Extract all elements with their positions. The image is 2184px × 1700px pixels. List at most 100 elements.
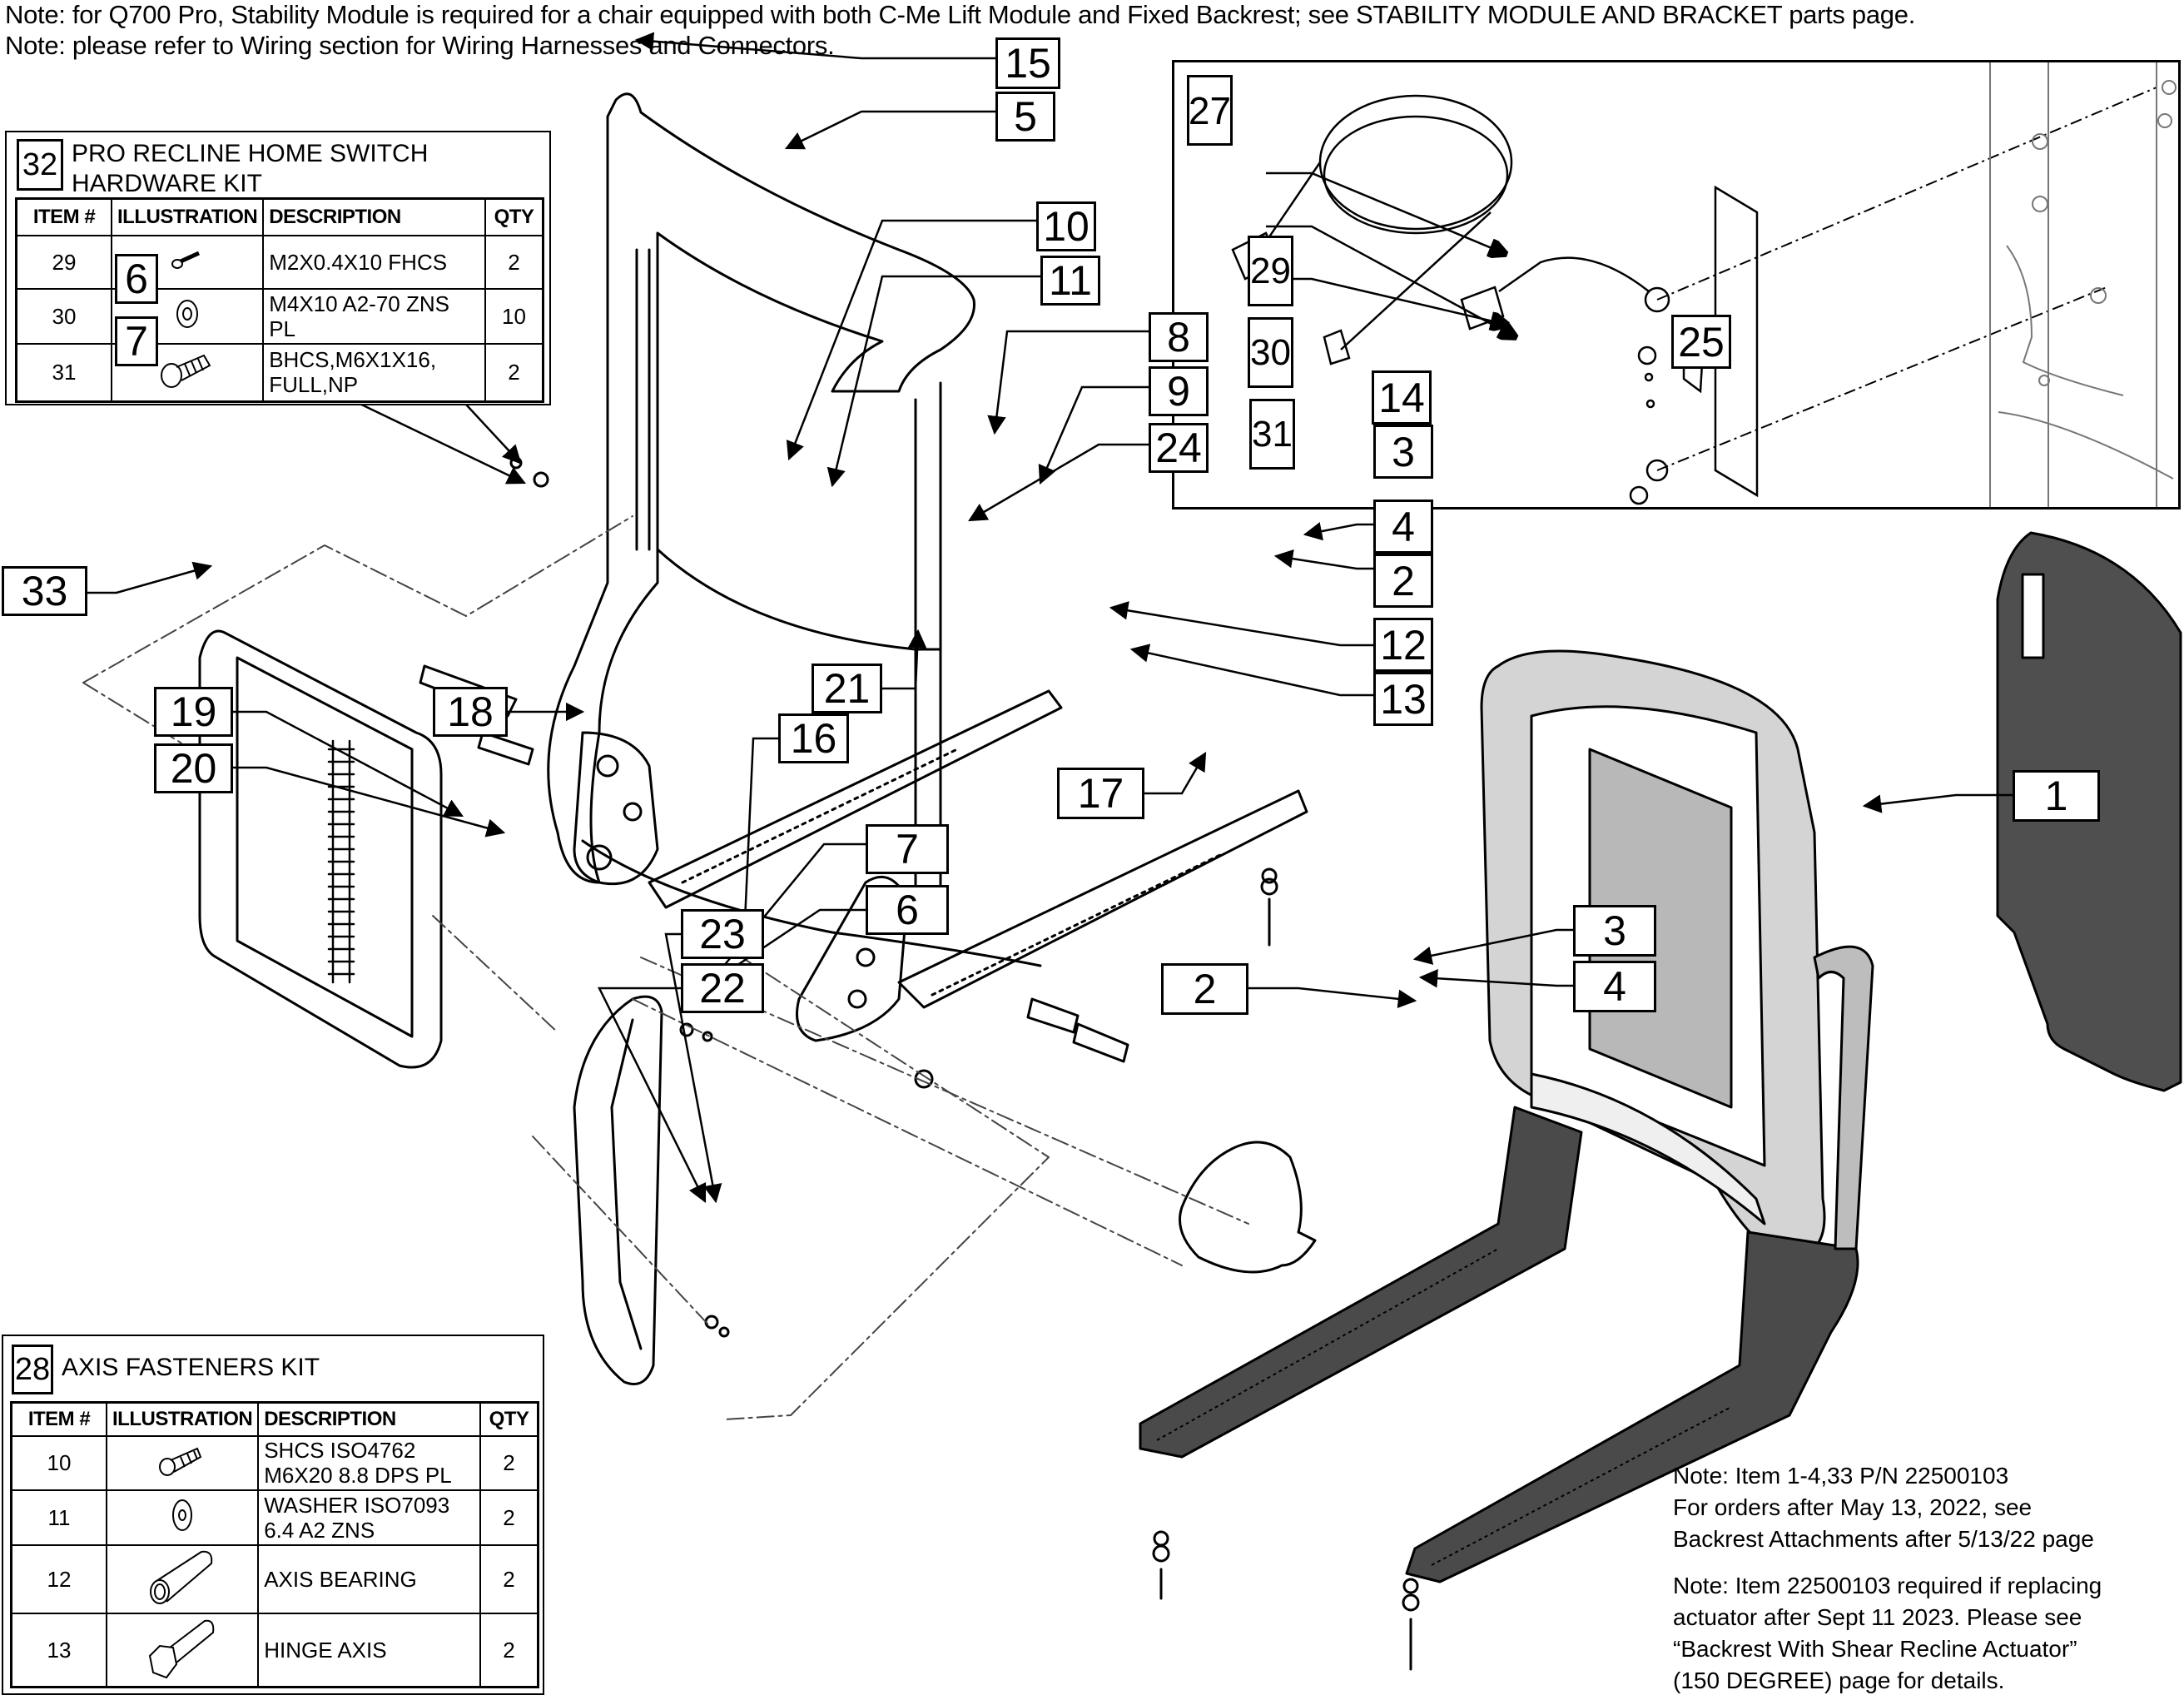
kit-28-panel: 28 AXIS FASTENERS KIT ITEM # ILLUSTRATIO… xyxy=(2,1335,544,1695)
quantity: 2 xyxy=(479,1434,539,1491)
col-description: DESCRIPTION xyxy=(262,197,486,236)
leader-5 xyxy=(784,110,995,150)
callout-30[interactable]: 30 xyxy=(1248,317,1293,388)
description: AXIS BEARING xyxy=(257,1543,481,1614)
backrest-cross-brace xyxy=(1530,1072,1766,1225)
callout-11[interactable]: 11 xyxy=(1040,256,1100,306)
callout-16[interactable]: 16 xyxy=(778,713,849,763)
item-number: 30 xyxy=(15,287,112,345)
kit-28-number[interactable]: 28 xyxy=(12,1345,53,1394)
callout-20[interactable]: 20 xyxy=(154,743,233,793)
leader-8 xyxy=(987,330,1149,435)
kit-28-title: AXIS FASTENERS KIT xyxy=(62,1354,320,1381)
callout-2b[interactable]: 2 xyxy=(1161,963,1248,1015)
note-item-pn: Note: Item 1-4,33 P/N 22500103 For order… xyxy=(1673,1460,2094,1555)
col-qty: QTY xyxy=(484,197,544,236)
description: BHCS,M6X1X16,FULL,NP xyxy=(262,342,486,403)
backrest-inner-arc xyxy=(656,548,942,651)
leader-29 xyxy=(1266,171,1506,254)
home-switch-detail-drawing xyxy=(1231,62,2177,507)
side-handle xyxy=(1813,945,1874,1250)
leader-33 xyxy=(87,561,213,594)
callout-3b[interactable]: 3 xyxy=(1573,905,1656,957)
item-number: 31 xyxy=(15,342,112,403)
col-item: ITEM # xyxy=(10,1401,107,1437)
leader-20 xyxy=(233,766,506,838)
actuator-bracket xyxy=(198,629,443,1069)
handle-bar xyxy=(573,995,663,1385)
axis-bearing-icon xyxy=(105,1543,260,1614)
table-row: 12 AXIS BEARING 2 xyxy=(10,1543,539,1614)
hinge-axis-icon xyxy=(105,1612,260,1688)
description: M2X0.4X10 FHCS xyxy=(262,234,486,290)
callout-4b[interactable]: 4 xyxy=(1573,961,1656,1012)
note-line: “Backrest With Shear Recline Actuator” xyxy=(1673,1636,2077,1662)
leader-15 xyxy=(634,32,995,60)
callout-7b[interactable]: 7 xyxy=(866,824,949,874)
callout-4a[interactable]: 4 xyxy=(1373,500,1433,554)
callout-22[interactable]: 22 xyxy=(681,963,764,1013)
callout-23[interactable]: 23 xyxy=(681,909,764,959)
callout-8[interactable]: 8 xyxy=(1149,312,1209,362)
item-number: 11 xyxy=(10,1489,107,1546)
quantity: 2 xyxy=(479,1543,539,1614)
callout-19[interactable]: 19 xyxy=(154,687,233,737)
callout-14[interactable]: 14 xyxy=(1372,370,1432,425)
callout-13[interactable]: 13 xyxy=(1373,672,1433,726)
callout-33[interactable]: 33 xyxy=(2,566,87,616)
kit-32-number[interactable]: 32 xyxy=(17,139,63,191)
right-pivot-plate xyxy=(796,875,909,1042)
callout-15[interactable]: 15 xyxy=(995,37,1060,89)
callout-5[interactable]: 5 xyxy=(995,92,1055,142)
kit-32-table: ITEM # ILLUSTRATION DESCRIPTION QTY 29 M… xyxy=(15,197,544,403)
quantity: 2 xyxy=(484,342,544,403)
screw-31-head xyxy=(1629,485,1649,505)
leader-11 xyxy=(826,275,1040,488)
callout-18[interactable]: 18 xyxy=(433,687,508,737)
kit-32-title: PRO RECLINE HOME SWITCH HARDWARE KIT xyxy=(72,139,428,199)
callout-27[interactable]: 27 xyxy=(1187,75,1233,146)
callout-6a[interactable]: 6 xyxy=(115,254,158,304)
note-line: For orders after May 13, 2022, see xyxy=(1673,1494,2033,1520)
callout-2a[interactable]: 2 xyxy=(1373,554,1433,608)
col-illustration: ILLUSTRATION xyxy=(110,197,265,236)
description-line1: M4X10 A2-70 ZNS xyxy=(269,291,449,316)
callout-31[interactable]: 31 xyxy=(1249,399,1295,470)
callout-21[interactable]: 21 xyxy=(812,664,882,713)
quantity: 2 xyxy=(479,1489,539,1546)
callout-6b[interactable]: 6 xyxy=(866,885,949,935)
note-actuator-replacement: Note: Item 22500103 required if replacin… xyxy=(1673,1570,2102,1697)
slide-rail-left xyxy=(648,689,1063,909)
leader-21 xyxy=(882,629,927,690)
kit-28-table: ITEM # ILLUSTRATION DESCRIPTION QTY 10 S… xyxy=(10,1401,539,1688)
screw-29a xyxy=(1644,372,1654,382)
callout-7a[interactable]: 7 xyxy=(115,316,158,366)
description-line2: M6X20 8.8 DPS PL xyxy=(264,1463,452,1488)
col-qty: QTY xyxy=(479,1401,539,1437)
col-illustration: ILLUSTRATION xyxy=(105,1401,260,1437)
backrest-lower-arc xyxy=(581,839,1042,967)
washer-icon xyxy=(105,1489,260,1546)
callout-10[interactable]: 10 xyxy=(1036,201,1096,251)
note-line: (150 DEGREE) page for details. xyxy=(1673,1668,2005,1693)
callout-17[interactable]: 17 xyxy=(1057,768,1144,819)
callout-1[interactable]: 1 xyxy=(2013,770,2100,822)
backrest-leg-right xyxy=(1405,1230,1859,1583)
leader-19 xyxy=(233,710,464,818)
leader-12 xyxy=(1109,601,1373,647)
leader-4b xyxy=(1418,969,1573,988)
callout-25[interactable]: 25 xyxy=(1671,315,1731,369)
kit-28-header-row: ITEM # ILLUSTRATION DESCRIPTION QTY xyxy=(10,1401,539,1437)
col-description: DESCRIPTION xyxy=(257,1401,481,1437)
socket-head-screw-icon xyxy=(105,1434,260,1491)
callout-3a[interactable]: 3 xyxy=(1373,425,1433,479)
callout-29[interactable]: 29 xyxy=(1248,236,1293,306)
leader-2b xyxy=(1248,987,1417,1009)
description-line2: FULL,NP xyxy=(269,372,359,398)
callout-24[interactable]: 24 xyxy=(1149,423,1209,473)
callout-12[interactable]: 12 xyxy=(1373,618,1433,672)
callout-9[interactable]: 9 xyxy=(1149,366,1209,416)
item-number: 13 xyxy=(10,1612,107,1688)
switch-cable xyxy=(1498,256,1650,293)
